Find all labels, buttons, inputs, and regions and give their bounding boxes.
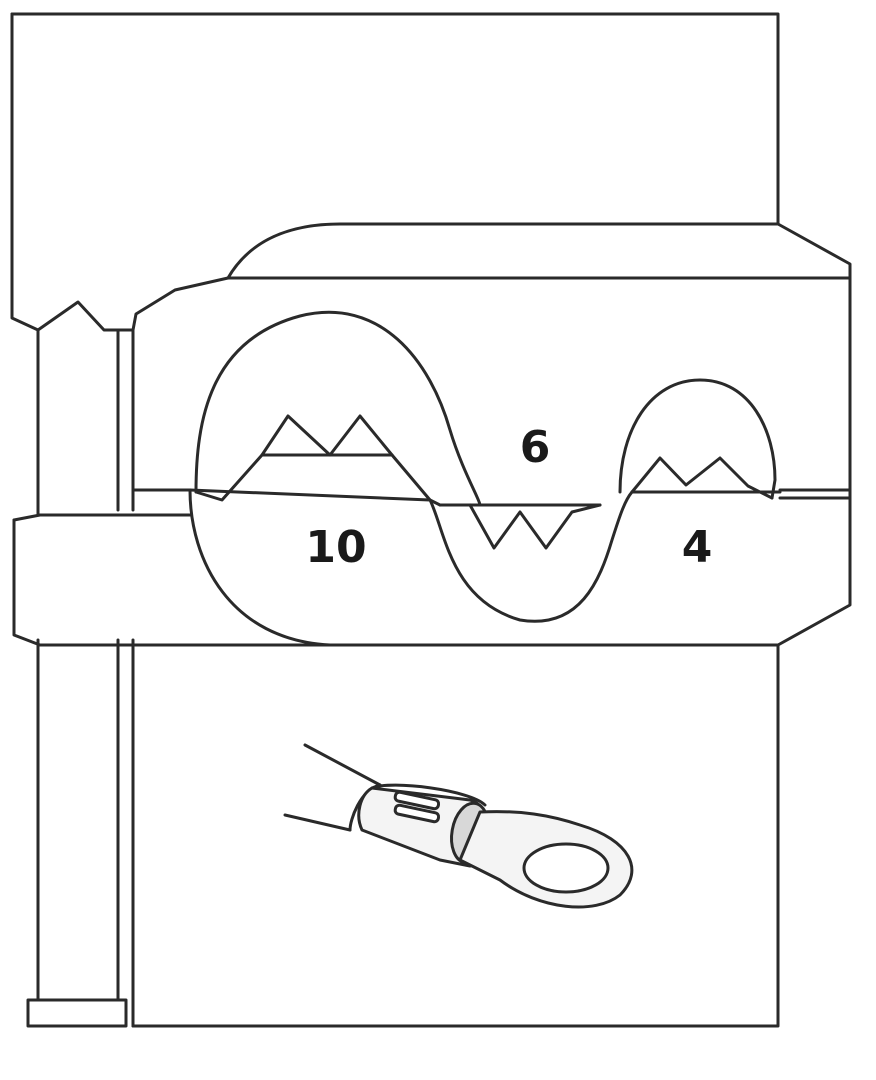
label-size-4: 4 <box>682 522 713 573</box>
rail-foot <box>26 998 128 1028</box>
left-guide-rail <box>26 328 135 1028</box>
ring-terminal-illustration <box>283 743 634 909</box>
label-size-6: 6 <box>520 422 551 473</box>
upper-die-block <box>10 12 852 492</box>
lower-crimp-profile <box>188 488 634 623</box>
lower-die-block <box>12 488 852 1028</box>
upper-crimp-profile <box>194 310 782 507</box>
label-size-10: 10 <box>305 522 366 573</box>
